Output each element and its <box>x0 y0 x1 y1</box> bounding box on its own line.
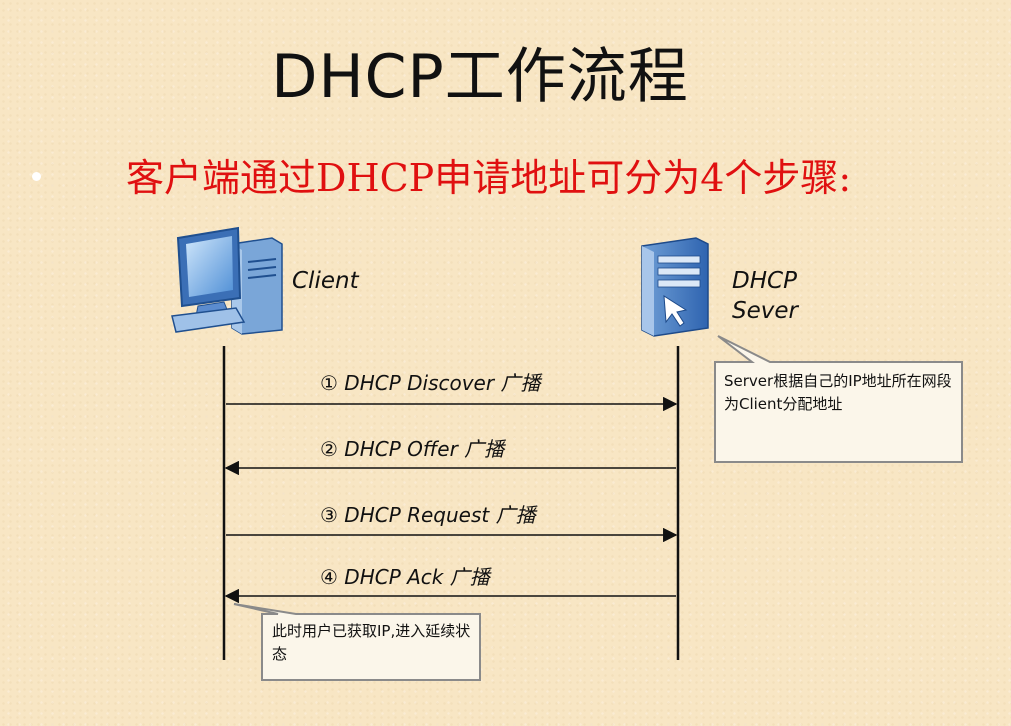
client-label: Client <box>292 268 359 294</box>
server-label: DHCP Sever <box>732 268 798 324</box>
server-callout-box <box>714 335 963 463</box>
message-offer: ② DHCP Offer 广播 <box>320 437 505 461</box>
message-discover: ① DHCP Discover 广播 <box>320 371 541 395</box>
message-request: ③ DHCP Request 广播 <box>320 503 536 527</box>
server-callout-text: Server根据自己的IP地址所在网段为Client分配地址 <box>724 372 952 413</box>
page-title: DHCP工作流程 <box>271 42 689 112</box>
computer-icon <box>171 226 283 335</box>
subtitle: 客户端通过DHCP申请地址可分为4个步骤: <box>126 156 852 200</box>
client-callout-text: 此时用户已获取IP,进入延续状态 <box>272 622 471 663</box>
client-callout-box <box>233 603 481 681</box>
server-icon <box>641 237 709 337</box>
bullet-dot <box>32 172 41 181</box>
message-ack: ④ DHCP Ack 广播 <box>320 565 490 589</box>
